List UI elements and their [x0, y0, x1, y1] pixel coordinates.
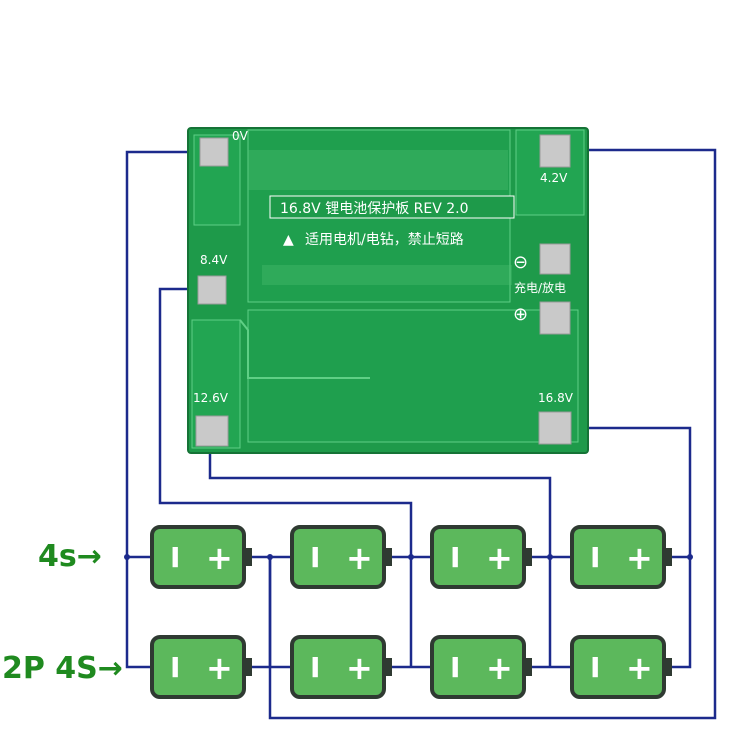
battery-positive-label: + [626, 649, 653, 687]
battery-positive-label: + [346, 539, 373, 577]
minus-icon: ⊖ [513, 252, 528, 273]
wire-0v-row2 [125, 557, 152, 669]
battery-positive-label: + [486, 649, 513, 687]
battery-negative-label: I [170, 651, 180, 684]
battery-cell: I+ [290, 525, 392, 589]
wire-0v [125, 150, 212, 559]
battery-cell: I+ [430, 525, 532, 589]
wire-8-4v [158, 287, 413, 557]
pad-right-bottom: 16.8V [538, 391, 574, 445]
battery-terminal [524, 548, 532, 566]
battery-cell: I+ [150, 525, 252, 589]
battery-terminal [664, 548, 672, 566]
row-label-2p4s: 2P 4S→ [2, 651, 123, 686]
battery-terminal [524, 658, 532, 676]
pad-charge-plus: ⊕ [513, 301, 571, 335]
pad-left-mid: 8.4V [197, 253, 228, 305]
battery-cell: I+ [430, 635, 532, 699]
battery-positive-label: + [626, 539, 653, 577]
battery-positive-label: + [486, 539, 513, 577]
battery-negative-label: I [450, 651, 460, 684]
charge-discharge-label: 充电/放电 [514, 280, 566, 295]
battery-negative-label: I [590, 541, 600, 574]
battery-grid: I+I+I+I+I+I+I+I+ [150, 525, 672, 699]
battery-terminal [384, 658, 392, 676]
battery-cell: I+ [150, 635, 252, 699]
battery-negative-label: I [590, 651, 600, 684]
board-title-banner [269, 195, 515, 219]
wire-16-8v-row2 [665, 557, 692, 669]
battery-negative-label: I [170, 541, 180, 574]
battery-terminal [384, 548, 392, 566]
pad-label-12-6v: 12.6V [193, 391, 229, 405]
battery-negative-label: I [310, 651, 320, 684]
battery-terminal [244, 658, 252, 676]
wire-16-8v [555, 426, 692, 559]
battery-positive-label: + [346, 649, 373, 687]
wire-12-6v [208, 432, 552, 557]
pad-left-bottom: 12.6V [193, 391, 229, 447]
pad-label-0v: 0V [232, 129, 249, 143]
board-title: 16.8V 锂电池保护板 REV 2.0 [280, 201, 469, 217]
warning-icon: ▲ [283, 232, 294, 248]
battery-terminal [244, 548, 252, 566]
battery-cell: I+ [290, 635, 392, 699]
plus-icon: ⊕ [513, 304, 528, 325]
row-label-4s: 4s→ [38, 539, 102, 574]
board-note: 适用电机/电钻，禁止短路 [305, 232, 464, 248]
pad-top-right: 4.2V [539, 134, 571, 185]
pad-charge-minus: ⊖ [513, 243, 571, 275]
pad-label-8-4v: 8.4V [200, 253, 228, 267]
battery-cell: I+ [570, 525, 672, 589]
battery-positive-label: + [206, 539, 233, 577]
pad-label-4-2v: 4.2V [540, 171, 568, 185]
junction-dots [124, 554, 693, 560]
battery-negative-label: I [310, 541, 320, 574]
battery-negative-label: I [450, 541, 460, 574]
battery-cell: I+ [570, 635, 672, 699]
battery-terminal [664, 658, 672, 676]
pad-top-left: 0V [199, 129, 249, 167]
via-grid [248, 150, 512, 285]
battery-positive-label: + [206, 649, 233, 687]
pad-label-16-8v: 16.8V [538, 391, 574, 405]
